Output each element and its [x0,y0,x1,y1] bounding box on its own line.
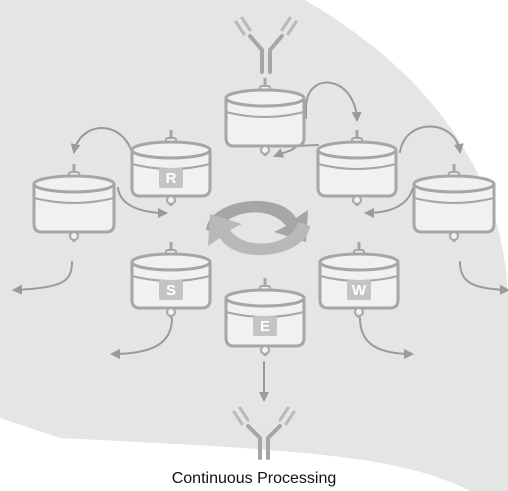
column-label-box [347,280,371,300]
arrow-top-to-right-upper [305,81,362,122]
column-R: R [130,130,212,206]
column-right [412,164,496,242]
column-label-box [159,168,183,188]
column-label-S: S [166,282,176,299]
column-right-upper [316,130,398,206]
column-left [32,164,116,242]
arrow-right-upper-to-right [399,125,464,154]
column-S: S [130,242,212,318]
arrow-right-to-right-upper [364,187,414,218]
arrow-S-out [110,317,173,359]
columns-group: R S W E [32,78,496,356]
arrow-right-out [459,261,508,295]
column-label-box [253,316,277,336]
column-W: W [318,242,400,318]
antibody-icon-output [232,406,296,460]
antibody-icon-input [234,16,298,74]
column-label-E: E [260,318,270,335]
column-E: E [224,278,306,356]
arrow-W-out [359,317,414,359]
column-label-box [159,280,183,300]
arrow-left-to-R [117,187,168,218]
rotation-arrows-icon [206,200,310,256]
column-top [224,78,306,156]
arrow-left-out [12,261,73,295]
diagram-caption: Continuous Processing [171,470,337,487]
column-label-R: R [166,170,177,187]
column-label-W: W [352,282,367,299]
flow-arrows [12,81,508,402]
